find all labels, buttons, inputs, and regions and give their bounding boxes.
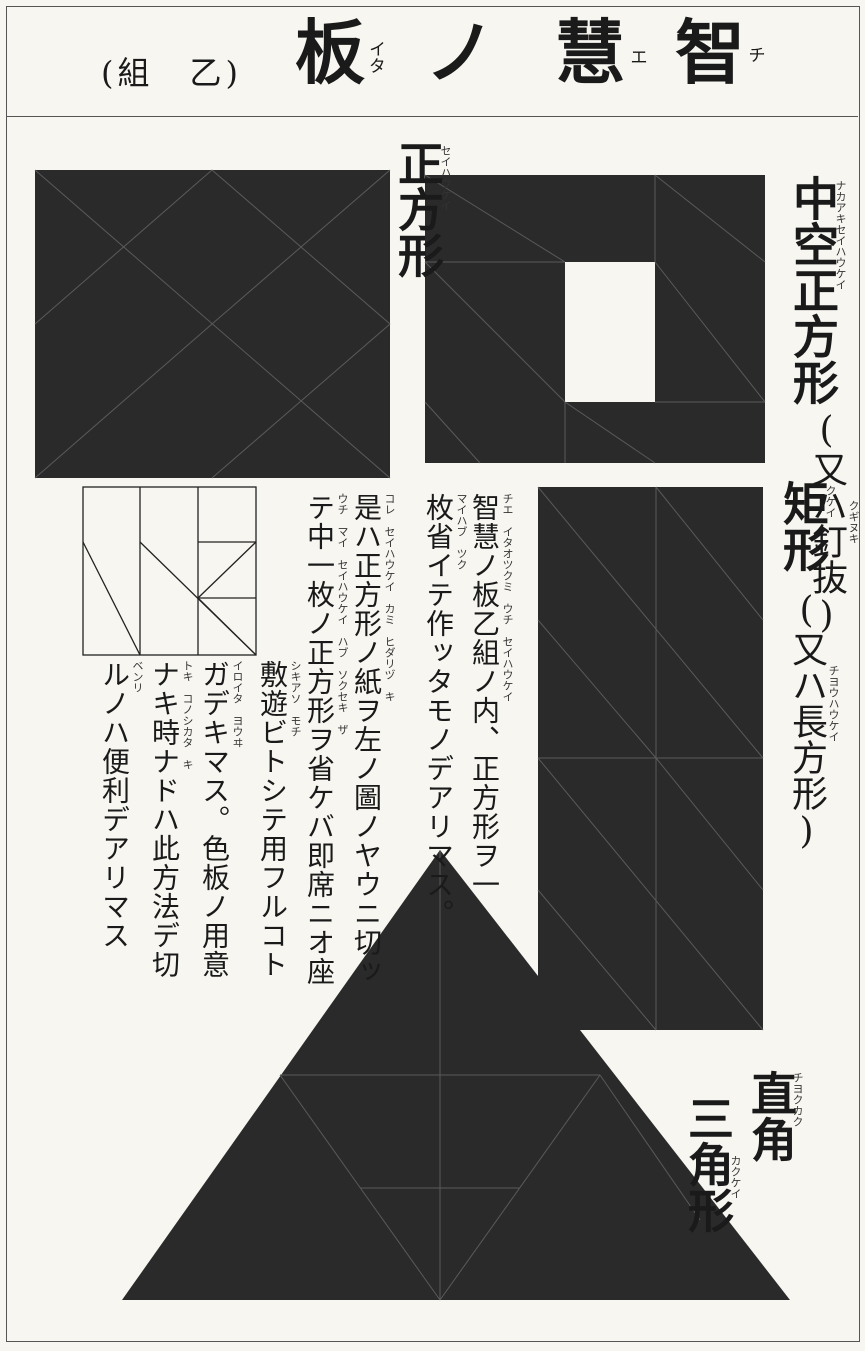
hollow-square-label: 中空正方形 bbox=[786, 175, 840, 405]
body-column-6-ruby: イロイタ ヨウヰ bbox=[231, 660, 244, 748]
header-subtitle: (組 乙) bbox=[101, 54, 242, 92]
body-column-2: 枚省イテ作ッタモノデアリマス。 bbox=[422, 493, 455, 928]
cutting-diagram bbox=[82, 486, 257, 656]
title-char-1: 板 bbox=[295, 11, 365, 94]
square-label: 正方形 bbox=[391, 140, 445, 278]
hollow-square-figure bbox=[424, 174, 766, 464]
body-column-8: ルノハ便利デアリマス bbox=[98, 660, 131, 950]
title-char-3: 慧 bbox=[555, 11, 625, 94]
body-column-5: 敷遊ビトシテ用フルコト bbox=[256, 660, 289, 979]
title-ruby-1: イタ bbox=[365, 40, 385, 74]
body-column-8-ruby: ベンリ bbox=[131, 660, 144, 693]
triangle-label-line1: 直角 bbox=[744, 1070, 798, 1162]
triangle-label-line2-ruby: カクケイ bbox=[729, 1155, 742, 1199]
rectangle-alt-ruby: チヨウハウケイ bbox=[827, 665, 840, 742]
body-column-7-ruby: トキ コノシカタ キ bbox=[181, 660, 194, 770]
triangle-figure bbox=[122, 850, 790, 1301]
page-frame bbox=[6, 6, 860, 1342]
body-column-4: テ中一枚ノ正方形ヲ省ケバ即席ニオ座 bbox=[303, 493, 336, 986]
body-column-1-ruby: チエ イタオツクミ ウチ セイハウケイ bbox=[501, 493, 514, 702]
title-char-2: ノ bbox=[425, 11, 495, 94]
hollow-square-label-ruby: ナカアキセイハウケイ bbox=[834, 180, 847, 290]
body-column-3-ruby: コレ セイハウケイ カミ ヒダリヅ キ bbox=[383, 493, 396, 702]
square-label-ruby: セイハウケイ bbox=[439, 145, 452, 211]
body-column-6: ガデキマス。色板ノ用意 bbox=[198, 660, 231, 979]
body-column-5-ruby: シキアソ モチ bbox=[289, 660, 302, 737]
header: (組 乙) bbox=[6, 6, 858, 117]
body-column-7: ナキ時ナドハ此方法デ切 bbox=[148, 660, 181, 979]
rectangle-alt-label: (又ハ長方形) bbox=[786, 590, 827, 852]
square-figure bbox=[34, 169, 391, 479]
title-ruby-3: エ bbox=[630, 48, 648, 68]
hollow-square-alt-label: (又ハ釘抜) bbox=[806, 410, 847, 636]
body-column-2-ruby: マイハブ ツク bbox=[455, 493, 468, 570]
triangle-label-line1-ruby: チヨクカク bbox=[791, 1072, 804, 1127]
body-column-3: 是ハ正方形ノ紙ヲ左ノ圖ノヤウニ切ッ bbox=[350, 493, 383, 986]
hollow-square-alt-ruby: クギヌキ bbox=[847, 500, 860, 544]
body-column-1: 智慧ノ板乙組ノ内、正方形ヲ一 bbox=[468, 493, 501, 899]
body-column-4-ruby: ウチ マイ セイハウケイ ハブ ソクセキ ザ bbox=[336, 493, 349, 735]
title-ruby-4: チ bbox=[748, 46, 766, 66]
title-char-4: 智 bbox=[675, 11, 745, 94]
rectangle-figure bbox=[537, 486, 764, 1031]
rectangle-label-ruby: クケイ bbox=[824, 485, 837, 518]
triangle-label-line2: 三角形 bbox=[681, 1095, 735, 1233]
rectangle-label: 矩形 bbox=[776, 480, 830, 572]
